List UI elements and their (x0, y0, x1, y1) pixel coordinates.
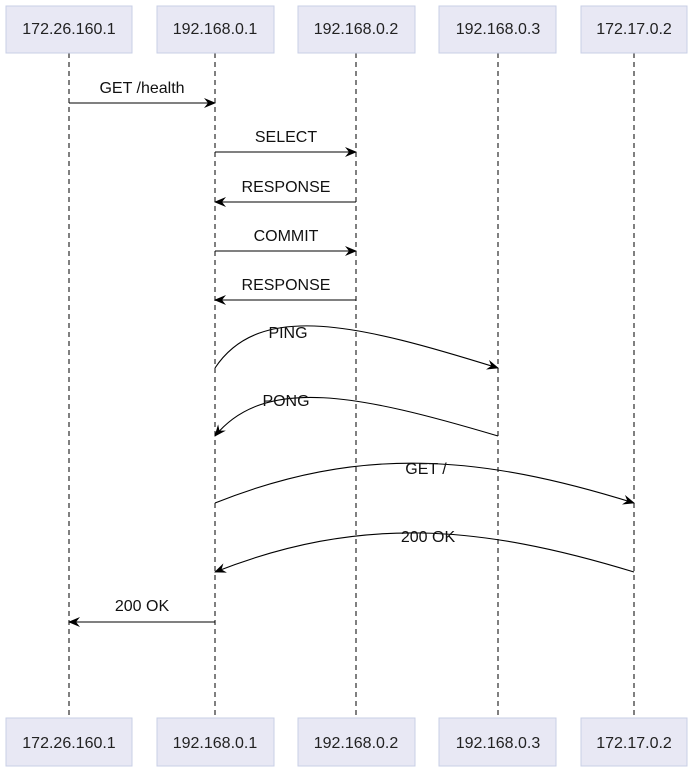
message-1-label: GET /health (99, 80, 184, 97)
message-7-label: PONG (262, 393, 309, 410)
actor-top-4-label: 192.168.0.3 (456, 21, 541, 38)
message-9-arrow (214, 532, 635, 573)
message-2: SELECT (215, 129, 357, 157)
actors-top: 172.26.160.1 192.168.0.1 192.168.0.2 192… (5, 5, 688, 54)
message-3: RESPONSE (214, 179, 356, 207)
message-9: 200 OK (214, 529, 635, 573)
actor-bottom-5-label: 172.17.0.2 (596, 735, 672, 752)
message-3-label: RESPONSE (242, 179, 331, 196)
messages: GET /health SELECT RESPONSE COMMIT RESPO… (68, 80, 635, 627)
actor-bottom-4: 192.168.0.3 (438, 717, 557, 767)
message-8: GET / (214, 461, 635, 505)
message-6-label: PING (268, 325, 307, 342)
actor-top-5: 172.17.0.2 (580, 5, 688, 54)
actor-bottom-1-label: 172.26.160.1 (22, 735, 116, 752)
actor-top-5-label: 172.17.0.2 (596, 21, 672, 38)
lifelines (68, 53, 635, 718)
actor-bottom-4-label: 192.168.0.3 (456, 735, 541, 752)
actor-bottom-2-label: 192.168.0.1 (173, 735, 258, 752)
message-6: PING (214, 325, 499, 370)
actor-top-3: 192.168.0.2 (297, 5, 416, 54)
actor-top-1-label: 172.26.160.1 (22, 21, 116, 38)
message-8-label: GET / (405, 461, 447, 478)
message-1: GET /health (69, 80, 216, 108)
actor-bottom-3: 192.168.0.2 (297, 717, 416, 767)
actor-bottom-1: 172.26.160.1 (5, 717, 133, 767)
message-9-label: 200 OK (401, 529, 456, 546)
message-7: PONG (214, 393, 499, 437)
actor-top-2: 192.168.0.1 (156, 5, 275, 54)
message-4: COMMIT (215, 228, 357, 256)
message-5-label: RESPONSE (242, 277, 331, 294)
actors-bottom: 172.26.160.1 192.168.0.1 192.168.0.2 192… (5, 717, 688, 767)
actor-bottom-5: 172.17.0.2 (580, 717, 688, 767)
actor-top-1: 172.26.160.1 (5, 5, 133, 54)
message-10-label: 200 OK (115, 598, 170, 615)
message-5: RESPONSE (214, 277, 356, 305)
message-7-arrow (214, 396, 499, 437)
actor-top-4: 192.168.0.3 (438, 5, 557, 54)
message-8-arrow (214, 462, 635, 505)
actor-bottom-2: 192.168.0.1 (156, 717, 275, 767)
actor-top-3-label: 192.168.0.2 (314, 21, 399, 38)
actor-top-2-label: 192.168.0.1 (173, 21, 258, 38)
message-4-label: COMMIT (254, 228, 319, 245)
message-2-label: SELECT (255, 129, 317, 146)
message-10: 200 OK (68, 598, 215, 627)
message-6-arrow (214, 325, 499, 370)
actor-bottom-3-label: 192.168.0.2 (314, 735, 399, 752)
